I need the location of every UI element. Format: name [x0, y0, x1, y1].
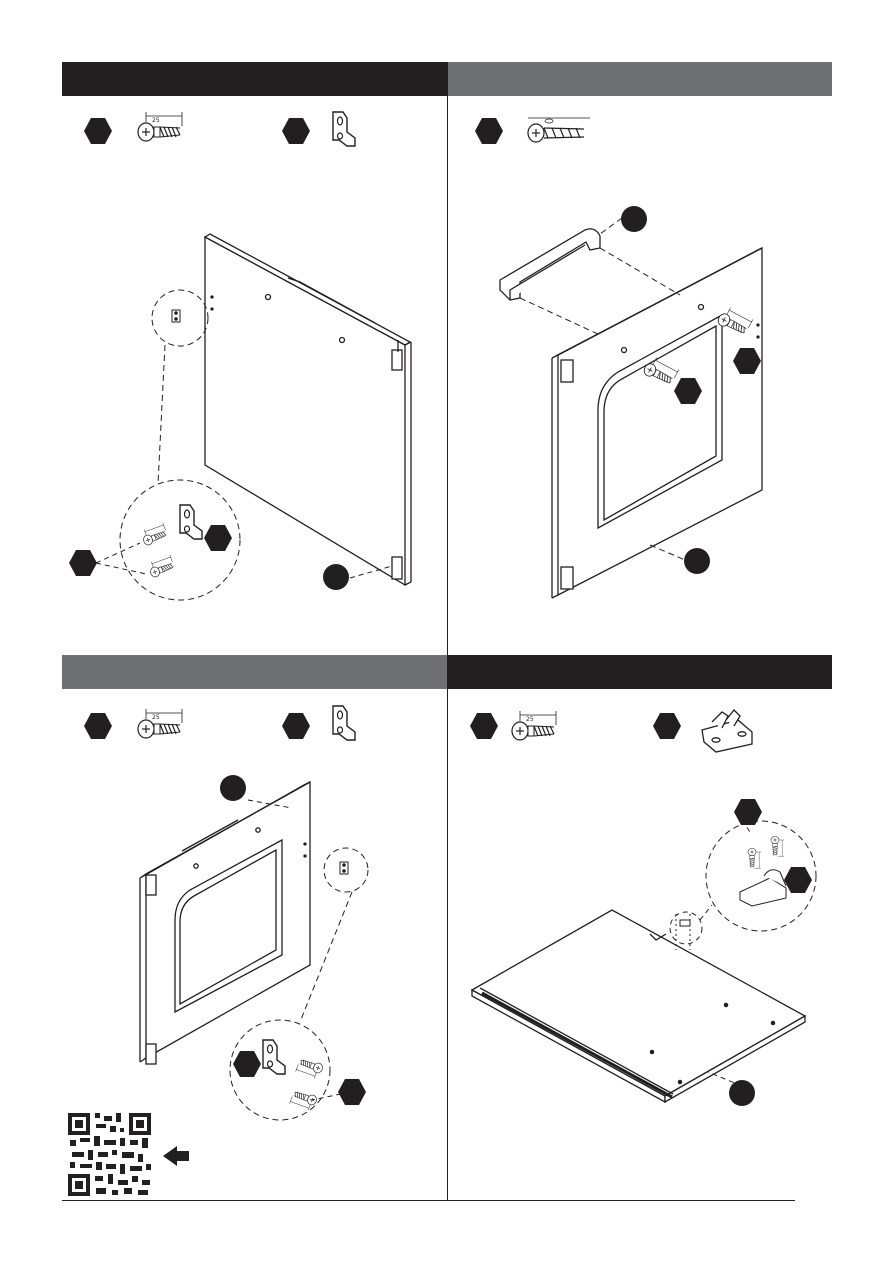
- part-badge-hex: [233, 1051, 261, 1077]
- round-part-badge: [220, 775, 246, 801]
- step-a-parts-row: 25: [84, 112, 355, 146]
- part-badge-hex: [84, 118, 112, 144]
- qr-code: [68, 1113, 151, 1196]
- step-b-door-frame: [552, 248, 762, 598]
- step-b-handle: [500, 229, 600, 300]
- support-clip-icon: [702, 710, 752, 752]
- step-d-parts-row: 25: [470, 710, 752, 752]
- round-part-badge: [621, 206, 647, 232]
- part-badge-hex: [475, 118, 503, 144]
- step-b-parts-row: [475, 118, 590, 144]
- screw-icon: [138, 112, 182, 141]
- part-badge-hex: [69, 550, 97, 576]
- part-badge-hex: [784, 867, 812, 893]
- round-part-badge: [729, 1080, 755, 1106]
- step-d-shelf: [472, 910, 805, 1102]
- part-badge-hex: [282, 118, 310, 144]
- svg-text:25: 25: [152, 714, 160, 721]
- screw-icon: [512, 711, 556, 740]
- hinge-bracket-icon: [333, 112, 355, 146]
- screw-icon: [138, 709, 182, 738]
- step-c-parts-row: 25: [84, 706, 355, 740]
- round-part-badge: [684, 548, 710, 574]
- hinge-bracket-icon: [333, 706, 355, 740]
- part-badge-hex: [84, 713, 112, 739]
- long-screw-icon: [528, 118, 590, 142]
- part-badge-hex: [282, 713, 310, 739]
- part-badge-hex: [338, 1079, 366, 1105]
- part-badge-hex: [204, 525, 232, 551]
- svg-text:25: 25: [152, 117, 160, 124]
- part-badge-hex: [470, 713, 498, 739]
- part-badge-hex: [653, 713, 681, 739]
- arrow-left-icon: [163, 1146, 189, 1166]
- step-a-door-panel: [205, 234, 411, 585]
- svg-text:25: 25: [526, 716, 534, 723]
- round-part-badge: [323, 564, 349, 590]
- step-c-door-frame: [140, 782, 310, 1064]
